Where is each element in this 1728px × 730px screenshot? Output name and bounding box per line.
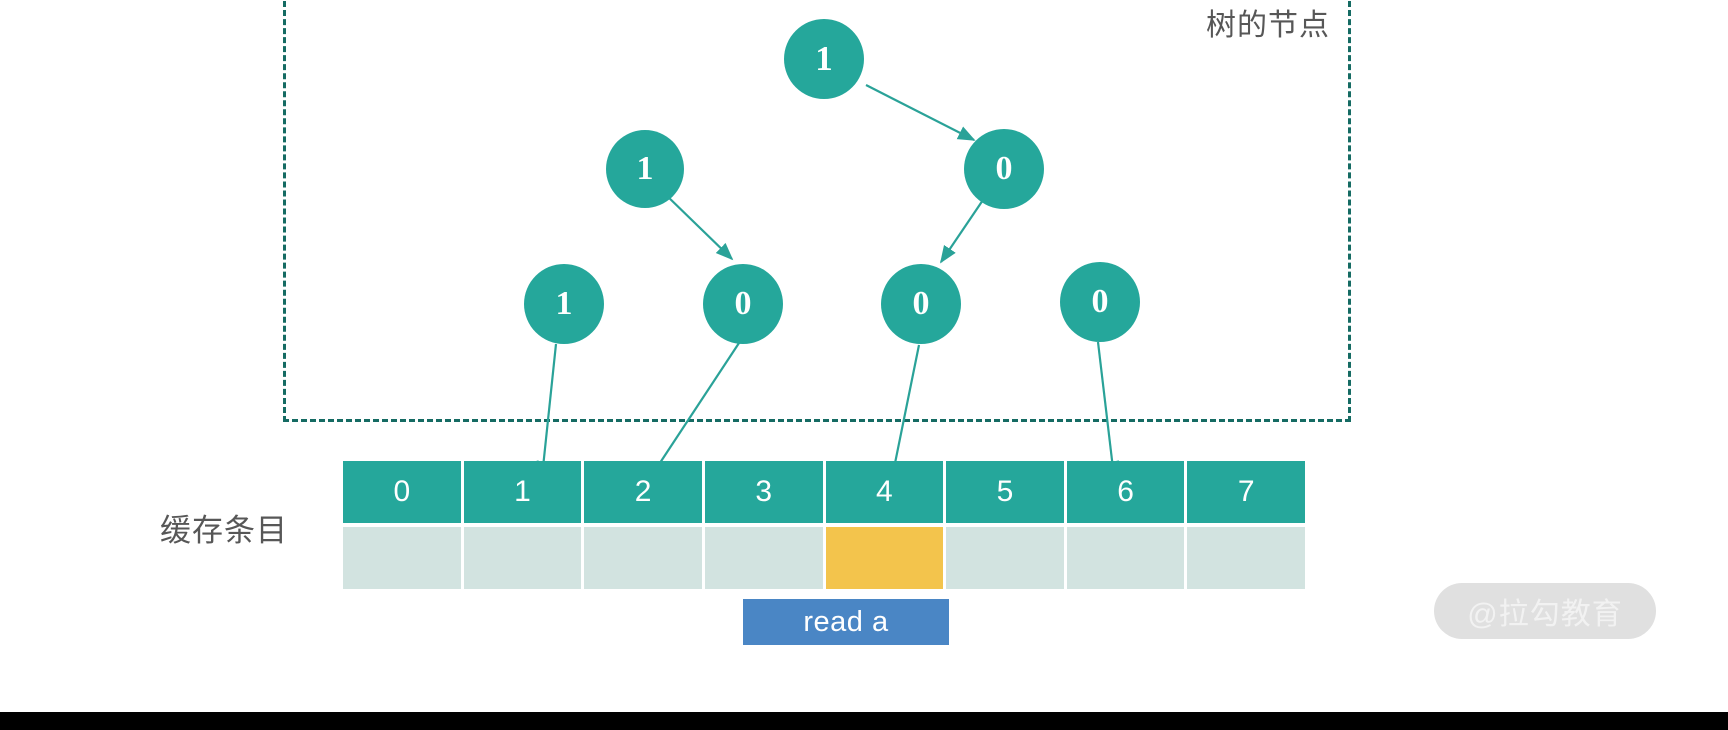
tree-node-l2c: 0	[881, 264, 961, 344]
tree-node-l2b: 0	[703, 264, 783, 344]
tree-node-l2d: 0	[1060, 262, 1140, 342]
tree-node-l2a: 1	[524, 264, 604, 344]
tree-node-l1b: 0	[964, 129, 1044, 209]
cache-slot-7[interactable]	[1187, 527, 1305, 589]
cache-index-cell-1[interactable]: 1	[463, 461, 582, 523]
tree-node-root: 1	[784, 19, 864, 99]
tree-node-l1a: 1	[606, 130, 684, 208]
cache-index-cell-3[interactable]: 3	[704, 461, 823, 523]
tree-node-value: 0	[995, 150, 1013, 187]
cache-index-cell-6[interactable]: 6	[1066, 461, 1185, 523]
cache-slot-0[interactable]	[343, 527, 461, 589]
cache-slot-6[interactable]	[1066, 527, 1185, 589]
watermark: @拉勾教育	[1434, 583, 1656, 639]
cache-slot-1[interactable]	[463, 527, 582, 589]
cache-index-cell-2[interactable]: 2	[584, 461, 702, 523]
read-a-button[interactable]: read a	[743, 599, 949, 645]
tree-node-value: 1	[555, 285, 573, 322]
cache-index-cell-5[interactable]: 5	[946, 461, 1064, 523]
cache-slot-row	[343, 527, 1305, 589]
cache-entries-label: 缓存条目	[160, 513, 288, 548]
cache-slot-2[interactable]	[584, 527, 702, 589]
tree-node-value: 0	[912, 285, 930, 322]
tree-node-value: 0	[1091, 283, 1109, 320]
cache-slot-3[interactable]	[704, 527, 823, 589]
tree-region-box: 树的节点	[283, 0, 1351, 422]
cache-index-cell-7[interactable]: 7	[1187, 461, 1305, 523]
cache-slot-5[interactable]	[946, 527, 1064, 589]
tree-node-value: 1	[636, 150, 654, 187]
bottom-bar	[0, 712, 1728, 730]
cache-slot-4-highlighted[interactable]	[825, 527, 944, 589]
tree-node-value: 0	[734, 285, 752, 322]
cache-index-cell-0[interactable]: 0	[343, 461, 461, 523]
tree-node-value: 1	[815, 39, 833, 78]
cache-index-cell-4[interactable]: 4	[825, 461, 944, 523]
tree-region-label: 树的节点	[1206, 9, 1330, 42]
